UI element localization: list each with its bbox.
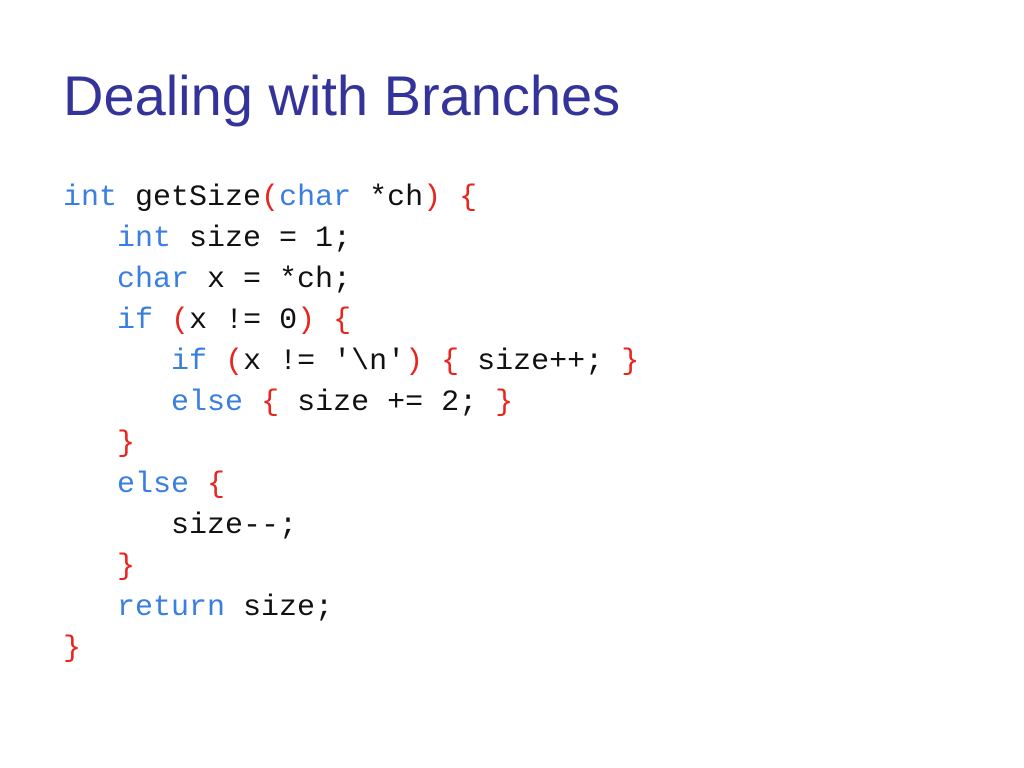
code-text: size++; [459, 345, 622, 379]
code-keyword: if [171, 345, 208, 379]
code-line: return size; [63, 588, 639, 629]
code-bracket: ( [171, 304, 190, 338]
code-keyword: int [63, 181, 118, 215]
code-bracket: { [333, 304, 352, 338]
code-text: size--; [171, 509, 298, 543]
code-keyword: char [117, 263, 190, 297]
code-indent [63, 591, 117, 625]
code-line: if (x != 0) { [63, 301, 639, 342]
code-text: x != 0 [189, 304, 298, 338]
code-bracket: } [117, 550, 136, 584]
code-text [189, 468, 207, 502]
code-bracket: { [261, 386, 280, 420]
code-bracket: } [117, 427, 136, 461]
code-keyword: int [117, 222, 172, 256]
code-line: } [63, 629, 639, 670]
code-keyword: else [117, 468, 190, 502]
code-text: size; [225, 591, 334, 625]
code-text [153, 304, 171, 338]
code-line: int getSize(char *ch) { [63, 178, 639, 219]
code-line: if (x != '\n') { size++; } [63, 342, 639, 383]
code-indent [63, 386, 171, 420]
code-bracket: } [63, 632, 82, 666]
code-bracket: { [459, 181, 478, 215]
code-text: x != '\n' [243, 345, 406, 379]
code-text [315, 304, 333, 338]
code-indent [63, 222, 117, 256]
code-text: size = 1; [171, 222, 352, 256]
code-block: int getSize(char *ch) { int size = 1; ch… [63, 178, 639, 670]
code-text: x = *ch; [189, 263, 352, 297]
code-line: } [63, 547, 639, 588]
code-keyword: char [279, 181, 352, 215]
code-text: getSize [117, 181, 262, 215]
code-indent [63, 263, 117, 297]
code-text [207, 345, 225, 379]
code-indent [63, 550, 117, 584]
code-text [423, 345, 441, 379]
code-line: int size = 1; [63, 219, 639, 260]
code-indent [63, 345, 171, 379]
code-bracket: { [207, 468, 226, 502]
code-bracket: ( [225, 345, 244, 379]
code-keyword: if [117, 304, 154, 338]
code-indent [63, 304, 117, 338]
code-line: size--; [63, 506, 639, 547]
code-bracket: ) [423, 181, 442, 215]
code-text [243, 386, 261, 420]
code-line: char x = *ch; [63, 260, 639, 301]
code-line: else { size += 2; } [63, 383, 639, 424]
code-bracket: ) [405, 345, 424, 379]
code-text [441, 181, 459, 215]
slide-title: Dealing with Branches [63, 64, 621, 127]
code-indent [63, 468, 117, 502]
code-bracket: } [621, 345, 640, 379]
code-line: } [63, 424, 639, 465]
code-bracket: ( [261, 181, 280, 215]
code-bracket: ) [297, 304, 316, 338]
code-text: *ch [351, 181, 424, 215]
code-indent [63, 427, 117, 461]
code-line: else { [63, 465, 639, 506]
code-indent [63, 509, 171, 543]
code-text: size += 2; [279, 386, 496, 420]
code-keyword: return [117, 591, 226, 625]
code-bracket: { [441, 345, 460, 379]
code-bracket: } [495, 386, 514, 420]
code-keyword: else [171, 386, 244, 420]
